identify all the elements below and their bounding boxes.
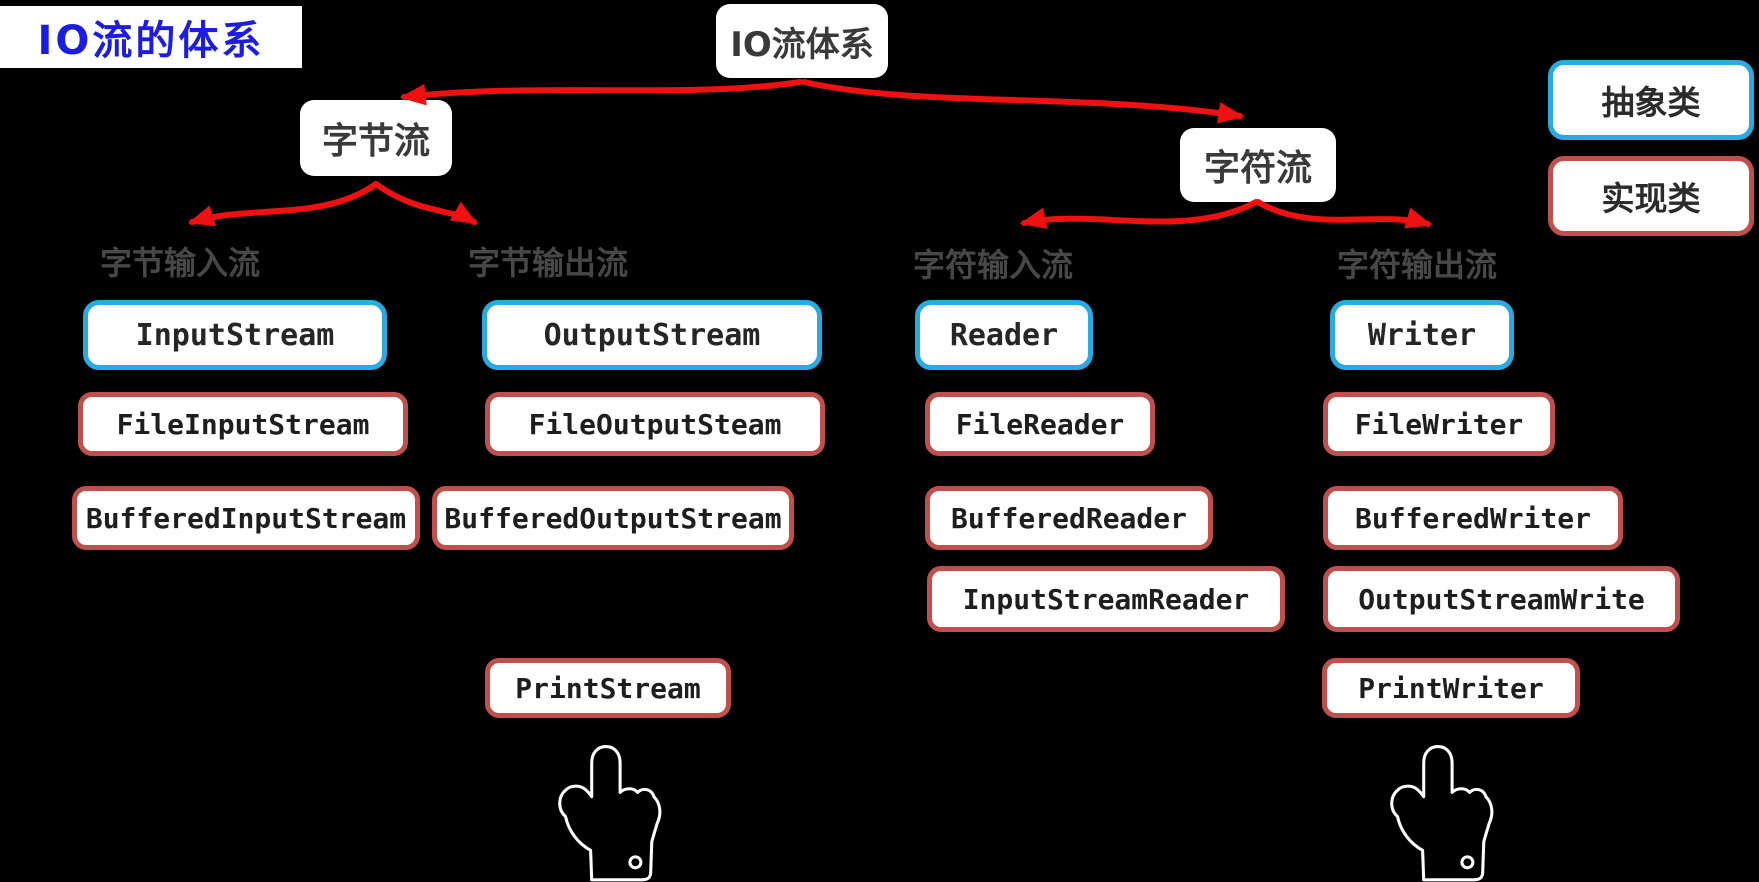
node-inputstream: InputStream [83,300,387,370]
node-printstream: PrintStream [485,658,731,718]
node-inputstreamreader: InputStreamReader [927,566,1285,632]
branch-byte-stream: 字节流 [300,100,452,176]
node-filereader: FileReader [925,392,1155,456]
node-reader: Reader [915,300,1093,370]
node-outputstream: OutputStream [482,300,822,370]
column-heading-char-output: 字符输出流 [1337,246,1498,284]
arrow-char-to-output [1255,199,1433,229]
node-bufferedwriter: BufferedWriter [1323,486,1623,550]
legend-abstract-class: 抽象类 [1548,60,1754,140]
root-node-io-stream-system: IO流体系 [716,4,888,78]
arrow-byte-to-input [187,181,379,227]
node-fileoutputsteam: FileOutputSteam [485,392,825,456]
node-filewriter: FileWriter [1323,392,1555,456]
node-bufferedinputstream: BufferedInputStream [72,486,420,550]
column-heading-char-input: 字符输入流 [913,246,1074,284]
arrow-root-to-byte [399,79,803,106]
arrow-byte-to-output [373,181,478,225]
diagram-title-plate: IO流的体系 [0,6,302,68]
node-fileinputstream: FileInputStream [78,392,408,456]
column-heading-byte-input: 字节输入流 [100,244,261,282]
diagram-title: IO流的体系 [37,18,265,64]
node-writer: Writer [1330,300,1514,370]
hand-pointer-icon [1390,745,1494,882]
branch-char-stream: 字符流 [1180,128,1336,202]
node-outputstreamwrite: OutputStreamWrite [1323,566,1680,632]
arrow-char-to-input [1019,199,1259,229]
arrow-root-to-char [801,79,1245,124]
hand-pointer-icon [558,745,662,882]
node-bufferedoutputstream: BufferedOutputStream [432,486,794,550]
node-printwriter: PrintWriter [1322,658,1580,718]
legend-implementation-class: 实现类 [1548,156,1754,236]
node-bufferedreader: BufferedReader [925,486,1213,550]
column-heading-byte-output: 字节输出流 [468,244,629,282]
